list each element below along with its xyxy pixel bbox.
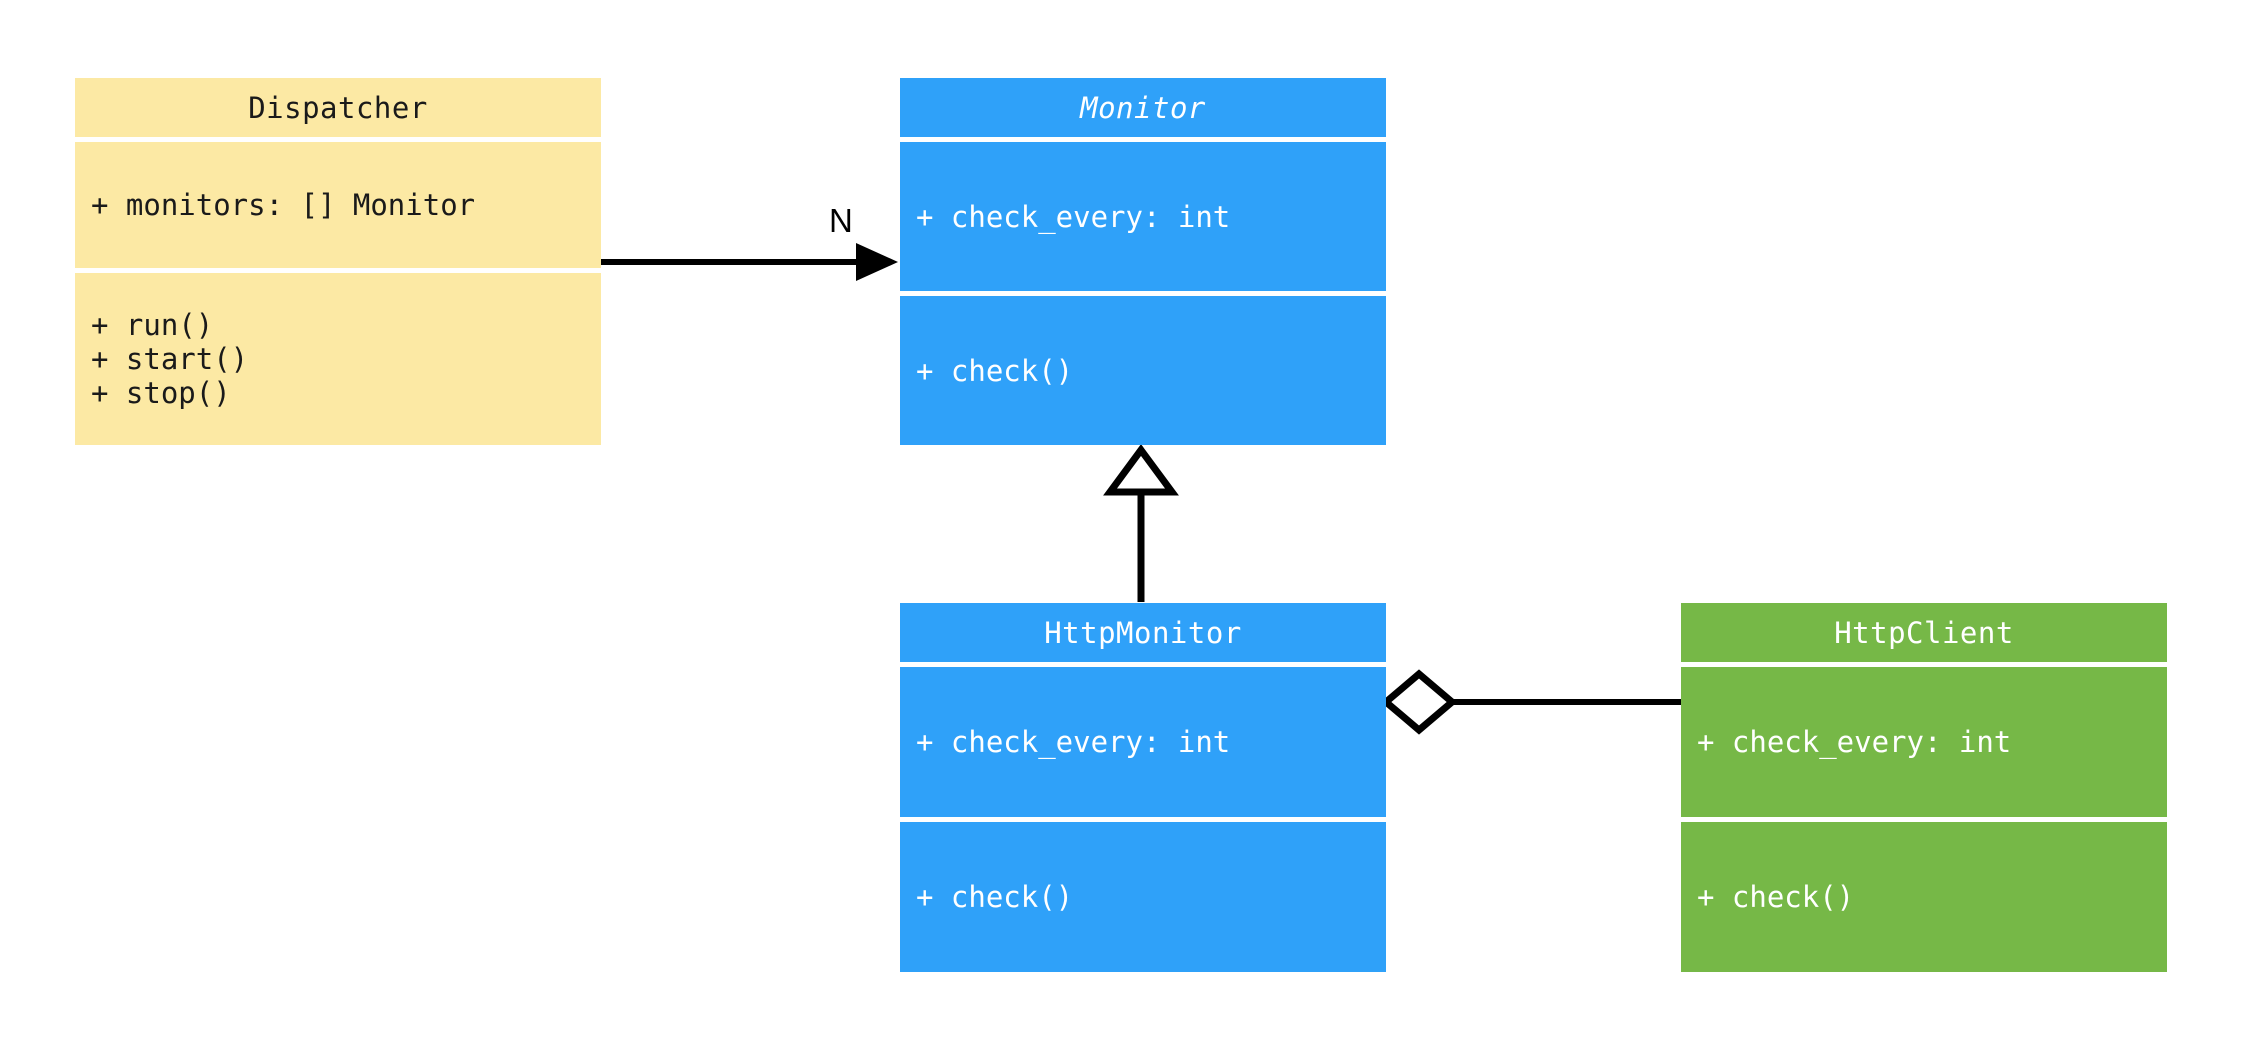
class-name-httpclient: HttpClient bbox=[1834, 615, 2014, 650]
method-row: + stop() bbox=[91, 376, 231, 410]
attribute-row: + check_every: int bbox=[916, 199, 1231, 234]
class-attributes-compartment: + monitors: [] Monitor bbox=[75, 142, 601, 268]
class-box-monitor[interactable]: Monitor + check_every: int + check() bbox=[900, 78, 1386, 445]
compartment-separator bbox=[1681, 817, 2167, 822]
class-title-compartment: Monitor bbox=[900, 78, 1386, 137]
class-attributes-compartment: + check_every: int bbox=[1681, 667, 2167, 817]
class-attributes-compartment: + check_every: int bbox=[900, 142, 1386, 291]
method-row: + start() bbox=[91, 342, 249, 376]
method-row: + check() bbox=[916, 880, 1074, 914]
association-dispatcher-monitor bbox=[601, 243, 898, 281]
method-row: + check() bbox=[916, 353, 1074, 388]
compartment-separator bbox=[900, 291, 1386, 296]
class-title-compartment: HttpClient bbox=[1681, 603, 2167, 662]
attribute-row: + check_every: int bbox=[1697, 725, 2012, 759]
aggregation-httpmonitor-httpclient bbox=[1380, 669, 1681, 735]
compartment-separator bbox=[1681, 662, 2167, 667]
class-box-httpclient[interactable]: HttpClient + check_every: int + check() bbox=[1681, 603, 2167, 972]
class-title-compartment: Dispatcher bbox=[75, 78, 601, 137]
filled-arrowhead-icon bbox=[856, 243, 898, 281]
class-box-dispatcher[interactable]: Dispatcher + monitors: [] Monitor + run(… bbox=[75, 78, 601, 445]
class-box-httpmonitor[interactable]: HttpMonitor + check_every: int + check() bbox=[900, 603, 1386, 972]
attribute-row: + monitors: [] Monitor bbox=[91, 188, 476, 222]
hollow-triangle-icon bbox=[1103, 444, 1179, 496]
class-name-monitor: Monitor bbox=[1080, 90, 1206, 125]
class-attributes-compartment: + check_every: int bbox=[900, 667, 1386, 817]
hollow-diamond-icon bbox=[1380, 669, 1458, 735]
association-multiplicity-label: N bbox=[829, 202, 853, 239]
class-methods-compartment: + check() bbox=[900, 822, 1386, 972]
method-row: + check() bbox=[1697, 880, 1855, 914]
compartment-separator bbox=[900, 137, 1386, 142]
class-methods-compartment: + check() bbox=[900, 296, 1386, 445]
attribute-row: + check_every: int bbox=[916, 725, 1231, 759]
class-name-httpmonitor: HttpMonitor bbox=[1044, 615, 1242, 650]
class-methods-compartment: + run() + start() + stop() bbox=[75, 273, 601, 445]
class-name-dispatcher: Dispatcher bbox=[248, 90, 428, 125]
class-methods-compartment: + check() bbox=[1681, 822, 2167, 972]
compartment-separator bbox=[75, 137, 601, 142]
compartment-separator bbox=[75, 268, 601, 273]
generalization-httpmonitor-monitor bbox=[1103, 444, 1179, 602]
compartment-separator bbox=[900, 662, 1386, 667]
method-row: + run() bbox=[91, 308, 214, 342]
class-title-compartment: HttpMonitor bbox=[900, 603, 1386, 662]
compartment-separator bbox=[900, 817, 1386, 822]
